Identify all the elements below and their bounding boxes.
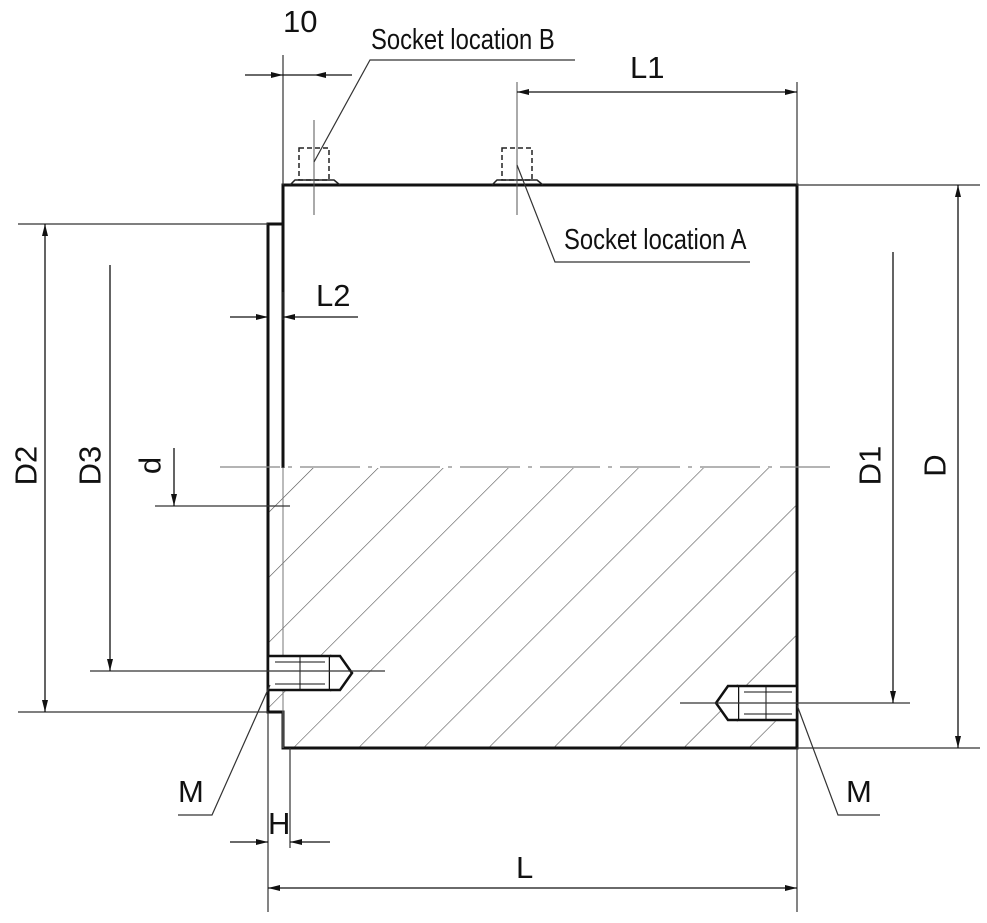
dim-label-10: 10 bbox=[283, 4, 318, 39]
dim-label-h: H bbox=[268, 806, 291, 841]
socket-a-symbol bbox=[491, 82, 544, 215]
dim-label-l2: L2 bbox=[316, 278, 351, 313]
socket-location-b-label: Socket location B bbox=[371, 24, 555, 56]
label-m-right: M bbox=[846, 774, 872, 809]
extension-lines bbox=[18, 55, 980, 912]
label-m-left: M bbox=[178, 774, 204, 809]
dim-label-d2: D2 bbox=[8, 445, 44, 486]
section-hatching bbox=[268, 468, 797, 748]
dim-label-d3: D3 bbox=[72, 445, 108, 486]
dim-label-l1: L1 bbox=[630, 50, 665, 85]
dim-label-d-small: d bbox=[132, 456, 168, 475]
screw-left bbox=[266, 654, 354, 692]
screw-right bbox=[714, 684, 799, 722]
dim-label-d: D bbox=[917, 454, 953, 477]
socket-location-a-label: Socket location A bbox=[564, 224, 747, 256]
leader-lines bbox=[178, 59, 880, 816]
socket-b-symbol bbox=[289, 120, 341, 215]
dim-label-d1: D1 bbox=[852, 445, 888, 486]
dim-label-l: L bbox=[516, 850, 534, 885]
dimension-lines bbox=[42, 72, 961, 891]
